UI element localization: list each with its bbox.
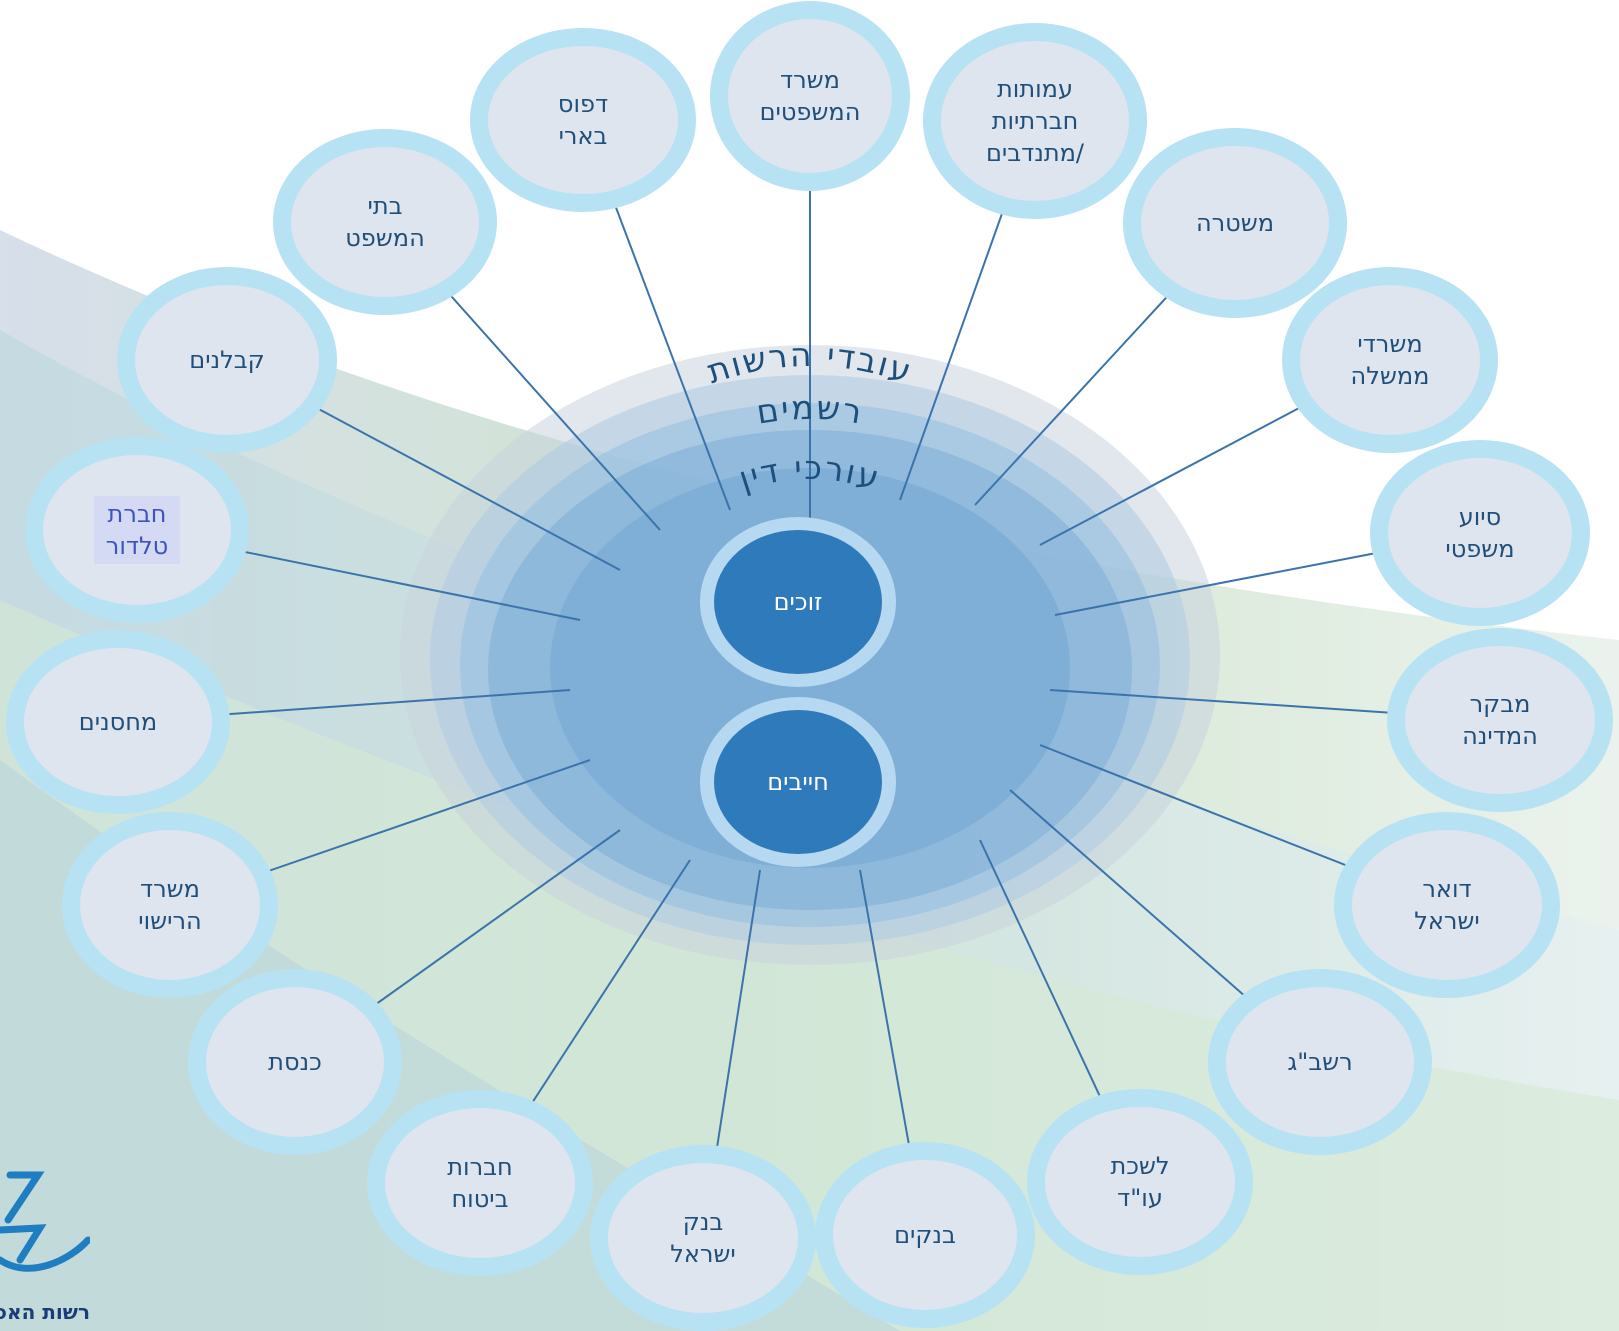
node-bank-of-israel[interactable]: בנק ישראל [590,1145,816,1331]
node-israel-post[interactable]: דואר ישראל [1334,812,1560,998]
node-justice-ministry-label: משרד המשפטים [759,66,861,126]
node-police[interactable]: משטרה [1123,128,1347,318]
node-insurance-label: חברות ביטוח [447,1153,513,1213]
node-knesset-label: כנסת [268,1048,322,1076]
ring-label-middle: רשמים [754,388,867,432]
node-bar-association[interactable]: לשכת עו"ד [1027,1089,1253,1275]
node-teldor-label: חברת טלדור [93,496,181,564]
node-insurance[interactable]: חברות ביטוח [367,1090,593,1276]
node-bank-of-israel-label: בנק ישראל [670,1208,736,1268]
node-contractors-label: קבלנים [189,346,265,374]
node-banks[interactable]: בנקים [815,1142,1035,1328]
node-banks-fill: בנקים [833,1160,1017,1310]
core-winners-label: זוכים [773,588,823,616]
node-gov-offices-label: משרדי ממשלה [1350,330,1430,390]
node-state-comptroller-fill: מבקר המדינה [1405,646,1595,794]
node-israel-post-fill: דואר ישראל [1352,830,1542,980]
node-justice-ministry[interactable]: משרד המשפטים [710,1,910,191]
node-teldor[interactable]: חברת טלדור [25,437,249,623]
node-associations-label: עמותות חברתיות /מתנדבים [985,75,1085,167]
node-legal-aid-fill: סיוע משפטי [1388,458,1572,608]
node-knesset[interactable]: כנסת [188,969,402,1155]
core-winners[interactable]: זוכים [700,517,896,687]
node-contractors[interactable]: קבלנים [117,267,337,453]
node-warehouses[interactable]: מחסנים [6,630,230,814]
node-justice-ministry-fill: משרד המשפטים [728,19,892,173]
node-knesset-fill: כנסת [206,987,384,1137]
node-bar-association-label: לשכת עו"ד [1110,1152,1170,1212]
node-associations-fill: עמותות חברתיות /מתנדבים [941,41,1129,201]
node-courts-label: בתי המשפט [345,192,425,252]
core-winners-fill: זוכים [714,530,882,674]
node-israel-post-label: דואר ישראל [1414,875,1480,935]
node-bank-of-israel-fill: בנק ישראל [608,1163,798,1313]
node-rashbag-label: רשב"ג [1287,1048,1353,1076]
node-licensing-office-label: משרד הרישוי [138,875,202,935]
logo-icon [0,1171,90,1272]
node-police-label: משטרה [1195,209,1275,237]
node-insurance-fill: חברות ביטוח [385,1108,575,1258]
node-licensing-office[interactable]: משרד הרישוי [62,812,278,998]
node-bar-association-fill: לשכת עו"ד [1045,1107,1235,1257]
node-gov-offices-fill: משרדי ממשלה [1300,285,1480,435]
core-debtors[interactable]: חייבים [700,697,896,867]
node-beeri-print-label: דפוס בארי [557,90,609,150]
node-state-comptroller-label: מבקר המדינה [1462,690,1538,750]
node-warehouses-fill: מחסנים [24,648,212,796]
node-legal-aid-label: סיוע משפטי [1445,503,1515,563]
node-contractors-fill: קבלנים [135,285,319,435]
node-beeri-print-fill: דפוס בארי [488,46,678,194]
node-banks-label: בנקים [894,1221,956,1249]
node-rashbag-fill: רשב"ג [1226,987,1414,1137]
core-debtors-label: חייבים [767,768,829,796]
node-teldor-fill: חברת טלדור [43,455,231,605]
logo-text: רשות האכיפה והגבייה [0,1300,90,1324]
node-courts-fill: בתי המשפט [291,147,479,297]
node-rashbag[interactable]: רשב"ג [1208,969,1432,1155]
node-gov-offices[interactable]: משרדי ממשלה [1282,267,1498,453]
node-police-fill: משטרה [1141,146,1329,300]
core-debtors-fill: חייבים [714,710,882,854]
node-beeri-print[interactable]: דפוס בארי [470,28,696,212]
node-warehouses-label: מחסנים [78,708,158,736]
node-courts[interactable]: בתי המשפט [273,129,497,315]
node-associations[interactable]: עמותות חברתיות /מתנדבים [923,23,1147,219]
node-state-comptroller[interactable]: מבקר המדינה [1387,628,1613,812]
node-licensing-office-fill: משרד הרישוי [80,830,260,980]
node-legal-aid[interactable]: סיוע משפטי [1370,440,1590,626]
